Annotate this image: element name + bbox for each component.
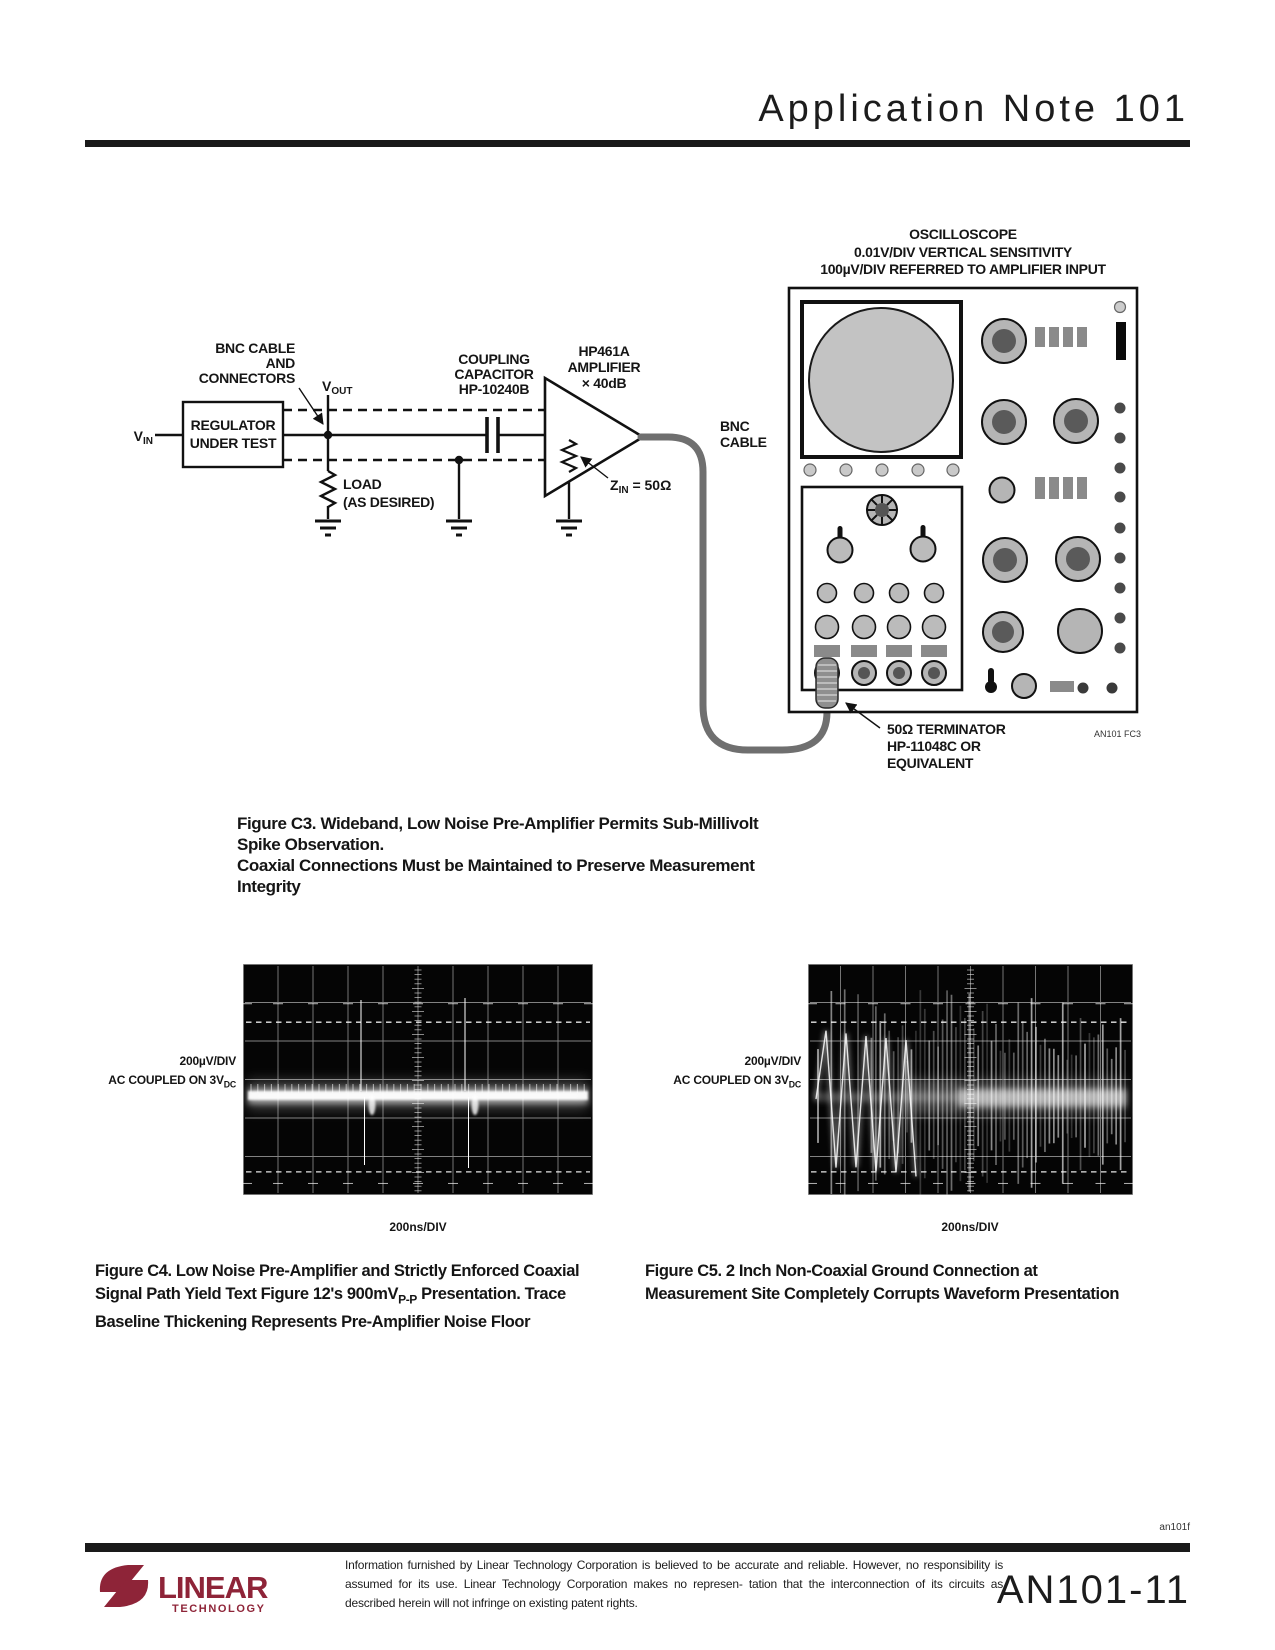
amp-label-line3: × 40dB [582,375,627,391]
bnc-note-arrow [298,387,324,425]
load-label-line1: LOAD [343,476,382,492]
ground-symbols [315,519,582,537]
regulator-label-line1: REGULATOR [191,417,276,433]
coupling-label-line3: HP-10240B [459,381,530,397]
coupling-label-line1: COUPLING [458,351,530,367]
vout-label: VOUT [322,378,352,397]
photo-left-scale-label: 200µV/DIV [179,1054,237,1068]
coupling-capacitor-label: COUPLING CAPACITOR HP-10240B [454,351,534,397]
screw-row [803,463,960,477]
photo-right-label: 200µV/DIV AC COUPLED ON 3VDC [581,1052,801,1094]
linear-technology-logo: LINEAR TECHNOLOGY [99,1565,269,1615]
bnc-note-line2: AND [266,355,296,371]
oscilloscope-heading: OSCILLOSCOPE 0.01V/DIV VERTICAL SENSITIV… [820,226,1107,277]
figure-c5-caption: Figure C5. 2 Inch Non-Coaxial Ground Con… [645,1260,1165,1306]
amp-label-line1: HP461A [578,343,629,359]
load-label-line2: (AS DESIRED) [343,494,434,510]
amplifier-label: HP461A AMPLIFIER × 40dB [568,343,641,391]
amp-label-line2: AMPLIFIER [568,359,641,375]
test-setup-schematic: OSCILLOSCOPE 0.01V/DIV VERTICAL SENSITIV… [134,226,1141,771]
scope-photo-figure-c5 [808,964,1133,1195]
page-number: AN101-11 [996,1568,1190,1612]
bnc-cable-label-line2: CABLE [720,434,767,450]
right-controls [981,300,1127,699]
terminator-coil [815,657,839,709]
medium-button-row [814,614,947,640]
coupling-capacitor-symbol [485,417,500,453]
terminator-arrow [845,702,881,729]
figure-c3-caption-line1: Figure C3. Wideband, Low Noise Pre-Ampli… [237,814,759,854]
figure-c4-caption: Figure C4. Low Noise Pre-Amplifier and S… [95,1260,605,1334]
amp-ground-icon [556,519,582,537]
photo-right-coupling-label: AC COUPLED ON 3VDC [673,1073,801,1090]
terminator-label-line1: 50Ω TERMINATOR [887,721,1006,737]
bnc-note-line3: CONNECTORS [199,370,295,386]
lt-logo-mark [99,1565,149,1607]
scope-heading-line1: OSCILLOSCOPE [909,226,1017,242]
scope-photo-figure-c4 [243,964,593,1195]
amp-input-resistor [559,439,579,473]
crt-screen [808,307,954,453]
bnc-note-line1: BNC CABLE [215,340,295,356]
regulator-box [181,400,285,469]
switch-bar-row [814,645,947,657]
photo-left-timebase: 200ns/DIV [389,1220,447,1234]
pointer-knob-left [826,526,854,564]
photo-left-coupling-label: AC COUPLED ON 3VDC [108,1073,236,1090]
figure-c3-caption: Figure C3. Wideband, Low Noise Pre-Ampli… [237,813,797,897]
bnc-note: BNC CABLE AND CONNECTORS [199,340,296,386]
figure-c5-caption-line2: Measurement Site Completely Corrupts Wav… [645,1285,1120,1303]
star-knob [866,494,898,526]
figure-c5-caption-line1: Figure C5. 2 Inch Non-Coaxial Ground Con… [645,1262,1038,1280]
photo-right-scale-label: 200µV/DIV [744,1054,802,1068]
terminator-label-line2: HP-11048C OR [887,738,981,754]
regulator-label-line2: UNDER TEST [190,435,277,451]
small-button-row [816,582,945,604]
disclaimer-line1: Information furnished by Linear Technolo… [345,1558,849,1572]
header-rule [85,140,1190,147]
photo-left-label: 200µV/DIV AC COUPLED ON 3VDC [16,1052,236,1094]
figure-code: AN101 FC3 [1094,729,1141,739]
oscilloscope-drawing [787,286,1139,714]
bnc-cable-label: BNC CABLE [720,418,767,450]
photo-right-timebase: 200ns/DIV [941,1220,999,1234]
terminator-label: 50Ω TERMINATOR HP-11048C OR EQUIVALENT [887,721,1006,771]
zin-label: ZIN = 50Ω [610,477,671,496]
logo-name-text: LINEAR [158,1570,268,1605]
figure-c4-caption-line2: Signal Path Yield Text Figure 12's 900mV… [95,1285,566,1307]
zin-arrow [580,456,609,479]
page-title: Application Note 101 [758,88,1189,130]
coax-shield-dashed [283,408,545,462]
vout-node [323,430,333,440]
shield-ground-icon [446,519,472,537]
bnc-cable [637,433,831,754]
footer-rule [85,1543,1190,1552]
toggle-switch [988,668,994,684]
load-resistor [318,469,338,509]
coupling-label-line2: CAPACITOR [454,366,533,382]
side-dot-column [1114,402,1126,654]
disclaimer-line3: tation that the interconnection of its c… [345,1577,1003,1610]
figure-c3-caption-line2: Coaxial Connections Must be Maintained t… [237,856,755,896]
shield-ground-node [454,455,464,465]
pointer-knob-right [909,525,937,563]
vin-label: VIN [134,428,153,447]
logo-sub-text: TECHNOLOGY [172,1603,266,1615]
footer-disclaimer: Information furnished by Linear Technolo… [345,1556,1003,1613]
load-ground-icon [315,519,341,537]
doc-code: an101f [1159,1522,1190,1533]
scope-heading-line3: 100µV/DIV REFERRED TO AMPLIFIER INPUT [820,261,1106,277]
disclaimer-line2: However, no responsibility is assumed fo… [345,1558,1003,1591]
bnc-cable-label-line1: BNC [720,418,750,434]
figure-c4-caption-line1: Figure C4. Low Noise Pre-Amplifier and S… [95,1262,580,1280]
scope-heading-line2: 0.01V/DIV VERTICAL SENSITIVITY [854,244,1073,260]
figure-c4-caption-line3: Baseline Thickening Represents Pre-Ampli… [95,1313,531,1332]
terminator-label-line3: EQUIVALENT [887,755,974,771]
